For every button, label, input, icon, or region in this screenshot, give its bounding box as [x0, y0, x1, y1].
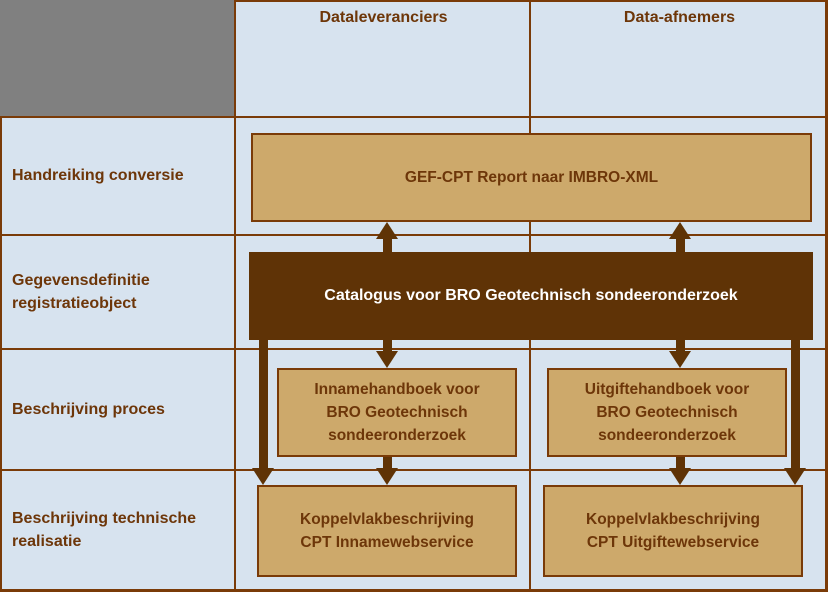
box-label: GEF-CPT Report naar IMBRO-XML: [404, 168, 659, 186]
box-label: Catalogus voor BRO Geotechnisch sondeero…: [324, 287, 738, 304]
box-catalogus: Catalogus voor BRO Geotechnisch sondeero…: [249, 252, 813, 340]
column-header-dataleveranciers: Dataleveranciers: [236, 0, 531, 116]
box-innamehandboek: Innamehandboek voor BRO Geotechnisch son…: [277, 368, 517, 457]
arrow-long-icon-right: [784, 468, 806, 485]
row-label-text: Beschrijving proces: [12, 400, 165, 418]
grid-line-row2: [0, 234, 828, 236]
arrow-up-icon-right: [669, 222, 691, 239]
box-koppelvlak-inname: Koppelvlakbeschrijving CPT Innamewebserv…: [257, 485, 517, 577]
arrow-down-shaft-uitgifte2: [676, 457, 685, 471]
box-koppelvlak-uitgifte: Koppelvlakbeschrijving CPT Uitgiftewebse…: [543, 485, 803, 577]
grid-line-row4: [0, 469, 828, 471]
arrow-up-shaft-right: [676, 236, 685, 252]
row-label-handreiking-conversie: Handreiking conversie: [0, 118, 236, 234]
grid-line-top: [236, 0, 828, 2]
arrow-up-shaft-left: [383, 236, 392, 252]
corner-cell: [0, 0, 236, 118]
arrow-down-icon-inname2: [376, 468, 398, 485]
grid-line-row1: [0, 116, 828, 118]
row-label-gegevensdefinitie-registratieobject: Gegevensdefinitie registratieobject: [0, 236, 236, 348]
row-label-text: Gegevensdefinitie registratieobject: [12, 271, 150, 312]
box-label: Uitgiftehandboek voor BRO Geotechnisch s…: [584, 380, 750, 445]
row-label-text: Handreiking conversie: [12, 167, 184, 185]
box-label: Innamehandboek voor BRO Geotechnisch son…: [314, 380, 480, 445]
grid-line-bottom: [0, 589, 828, 592]
column-header-label: Dataleveranciers: [319, 9, 448, 26]
box-uitgiftehandboek: Uitgiftehandboek voor BRO Geotechnisch s…: [547, 368, 787, 457]
arrow-down-shaft-inname2: [383, 457, 392, 471]
arrow-long-icon-left: [252, 468, 274, 485]
row-label-text: Beschrijving technische realisatie: [12, 509, 197, 550]
box-label: Koppelvlakbeschrijving CPT Innamewebserv…: [300, 510, 474, 551]
row-label-beschrijving-technische-realisatie: Beschrijving technische realisatie: [0, 471, 236, 589]
arrow-down-shaft-uitgifte: [676, 340, 685, 354]
arrow-down-shaft-inname: [383, 340, 392, 354]
box-label: Koppelvlakbeschrijving CPT Uitgiftewebse…: [586, 510, 760, 551]
column-header-data-afnemers: Data-afnemers: [531, 0, 828, 116]
arrow-down-icon-uitgifte: [669, 351, 691, 368]
grid-line-col1: [234, 0, 236, 592]
box-gef-cpt-report: GEF-CPT Report naar IMBRO-XML: [251, 133, 812, 222]
arrow-down-icon-uitgifte2: [669, 468, 691, 485]
row-label-beschrijving-proces: Beschrijving proces: [0, 350, 236, 469]
arrow-down-icon-inname: [376, 351, 398, 368]
grid-line-left: [0, 116, 2, 592]
column-header-label: Data-afnemers: [623, 9, 736, 26]
arrow-long-shaft-left: [259, 340, 268, 471]
arrow-up-icon-left: [376, 222, 398, 239]
grid-line-row3: [0, 348, 828, 350]
grid-line-right: [825, 0, 828, 592]
arrow-long-shaft-right: [791, 340, 800, 471]
